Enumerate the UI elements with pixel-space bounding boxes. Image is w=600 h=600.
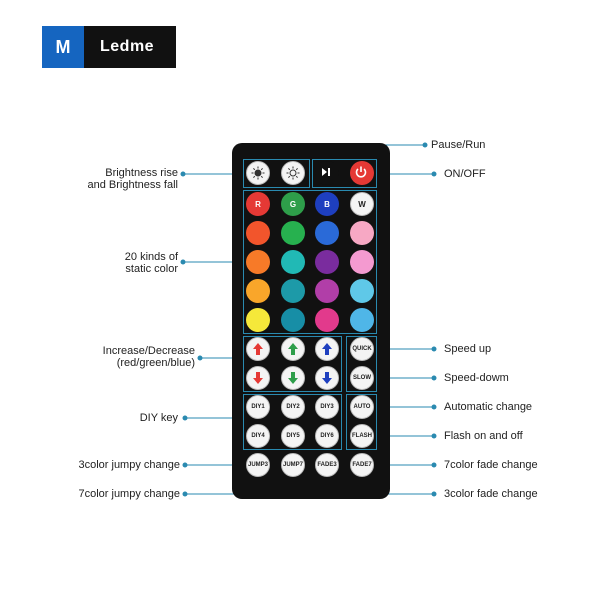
- jump7-label: JUMP7: [282, 462, 303, 468]
- label-diy-key: DIY key: [139, 412, 178, 424]
- c-5-button[interactable]: [246, 250, 270, 274]
- quick-button[interactable]: QUICK: [350, 337, 374, 361]
- fade7-label: FADE7: [352, 462, 372, 468]
- green-down-arrow-icon: [288, 372, 298, 384]
- fade3-label: FADE3: [317, 462, 337, 468]
- label-flash: Flash on and off: [444, 430, 523, 442]
- label-7color-jumpy: 7color jumpy change: [78, 488, 180, 500]
- diy6-label: DIY6: [320, 433, 334, 439]
- c-6-button[interactable]: [281, 250, 305, 274]
- brand-initial: M: [42, 26, 84, 68]
- sun-icon: [251, 166, 265, 180]
- label-pause-run: Pause/Run: [431, 139, 486, 151]
- bright-up-button[interactable]: [246, 161, 270, 185]
- blue-up-button[interactable]: [315, 337, 339, 361]
- label-3color-jumpy: 3color jumpy change: [78, 459, 180, 471]
- diy3-label: DIY3: [320, 404, 334, 410]
- c-10-button[interactable]: [281, 279, 305, 303]
- slow-label: SLOW: [353, 375, 371, 381]
- c-w-label: W: [358, 199, 366, 209]
- c-8-button[interactable]: [350, 250, 374, 274]
- c-b-button[interactable]: B: [315, 192, 339, 216]
- c-14-button[interactable]: [281, 308, 305, 332]
- auto-label: AUTO: [353, 404, 371, 410]
- c-12-button[interactable]: [350, 279, 374, 303]
- c-3-button[interactable]: [315, 221, 339, 245]
- fade3-button[interactable]: FADE3: [315, 453, 339, 477]
- jump3-label: JUMP3: [247, 462, 268, 468]
- jump3-button[interactable]: JUMP3: [246, 453, 270, 477]
- red-up-arrow-icon: [253, 343, 263, 355]
- green-down-button[interactable]: [281, 366, 305, 390]
- label-on-off: ON/OFF: [444, 168, 486, 180]
- c-r-button[interactable]: R: [246, 192, 270, 216]
- quick-label: QUICK: [352, 346, 372, 352]
- c-7-button[interactable]: [315, 250, 339, 274]
- diy1-button[interactable]: DIY1: [246, 395, 270, 419]
- flash-label: FLASH: [352, 433, 372, 439]
- red-down-button[interactable]: [246, 366, 270, 390]
- blue-down-button[interactable]: [315, 366, 339, 390]
- c-b-label: B: [324, 199, 330, 209]
- pause-run-button[interactable]: [315, 161, 339, 185]
- diy4-label: DIY4: [251, 433, 265, 439]
- power-button[interactable]: [350, 161, 374, 185]
- c-g-label: G: [289, 199, 297, 209]
- c-g-button[interactable]: G: [281, 192, 305, 216]
- bright-down-button[interactable]: [281, 161, 305, 185]
- c-1-button[interactable]: [246, 221, 270, 245]
- c-16-button[interactable]: [350, 308, 374, 332]
- sun-outline-icon: [286, 166, 300, 180]
- label-automatic-change: Automatic change: [444, 401, 533, 413]
- diy3-button[interactable]: DIY3: [315, 395, 339, 419]
- red-up-button[interactable]: [246, 337, 270, 361]
- red-down-arrow-icon: [253, 372, 263, 384]
- diy5-button[interactable]: DIY5: [281, 424, 305, 448]
- green-up-button[interactable]: [281, 337, 305, 361]
- brand-name: Ledme: [84, 26, 176, 68]
- slow-button[interactable]: SLOW: [350, 366, 374, 390]
- fade7-button[interactable]: FADE7: [350, 453, 374, 477]
- label-speed-down: Speed-dowm: [444, 372, 509, 384]
- auto-button[interactable]: AUTO: [350, 395, 374, 419]
- jump7-button[interactable]: JUMP7: [281, 453, 305, 477]
- diy6-button[interactable]: DIY6: [315, 424, 339, 448]
- brand-logo: M Ledme: [42, 26, 176, 68]
- c-2-button[interactable]: [281, 221, 305, 245]
- c-4-button[interactable]: [350, 221, 374, 245]
- c-13-button[interactable]: [246, 308, 270, 332]
- diy2-label: DIY2: [286, 404, 300, 410]
- label-3color-fade: 3color fade change: [444, 488, 538, 500]
- blue-down-arrow-icon: [322, 372, 332, 384]
- c-11-button[interactable]: [315, 279, 339, 303]
- c-w-button[interactable]: W: [350, 192, 374, 216]
- flash-button[interactable]: FLASH: [350, 424, 374, 448]
- c-15-button[interactable]: [315, 308, 339, 332]
- c-9-button[interactable]: [246, 279, 270, 303]
- diy1-label: DIY1: [251, 404, 265, 410]
- blue-up-arrow-icon: [322, 343, 332, 355]
- green-up-arrow-icon: [288, 343, 298, 355]
- diy4-button[interactable]: DIY4: [246, 424, 270, 448]
- label-7color-fade: 7color fade change: [444, 459, 538, 471]
- power-icon: [355, 166, 367, 178]
- play-pause-icon: [322, 168, 330, 176]
- diy5-label: DIY5: [286, 433, 300, 439]
- label-increase-decrease: Increase/Decrease(red/green/blue): [102, 345, 195, 369]
- diy2-button[interactable]: DIY2: [281, 395, 305, 419]
- label-speed-up: Speed up: [444, 343, 492, 355]
- c-r-label: R: [255, 199, 261, 209]
